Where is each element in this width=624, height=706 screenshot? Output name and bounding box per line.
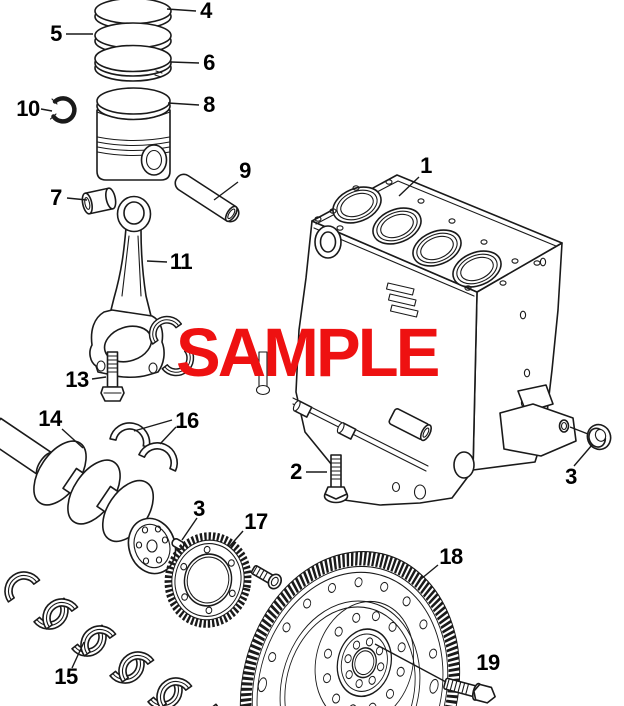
leader-7 bbox=[66, 197, 88, 201]
callout-3-key: 3 bbox=[193, 496, 205, 521]
part-oil-jet-drawing bbox=[255, 351, 271, 396]
callout-3-right: 3 bbox=[565, 464, 577, 489]
part-oil-jet-bolt-drawing bbox=[323, 454, 349, 504]
callout-13: 13 bbox=[65, 367, 89, 392]
callout-18: 18 bbox=[439, 544, 463, 569]
part-connecting-rod-drawing bbox=[89, 195, 165, 379]
leader-14 bbox=[61, 428, 84, 449]
leader-16b bbox=[159, 426, 177, 445]
leader-3-right bbox=[573, 444, 593, 467]
callout-4: 4 bbox=[200, 0, 212, 23]
part-piston-pin-drawing bbox=[174, 173, 240, 223]
callout-2: 2 bbox=[290, 459, 302, 484]
leader-18 bbox=[420, 564, 439, 580]
leader-11 bbox=[146, 260, 168, 263]
callout-5: 5 bbox=[50, 21, 62, 46]
callout-15: 15 bbox=[54, 664, 78, 689]
leader-1 bbox=[398, 176, 420, 197]
callout-14: 14 bbox=[38, 406, 62, 431]
callout-19: 19 bbox=[476, 650, 500, 675]
part-oil-control-ring-drawing bbox=[94, 44, 172, 82]
callout-7: 7 bbox=[50, 185, 62, 210]
part-gear-screw-drawing bbox=[250, 565, 283, 590]
callout-1: 1 bbox=[420, 153, 432, 178]
part-flywheel-bolt-drawing bbox=[443, 677, 496, 704]
callout-17: 17 bbox=[244, 509, 268, 534]
part-circlip-drawing bbox=[49, 96, 77, 124]
leader-3-key bbox=[181, 517, 198, 541]
callout-9: 9 bbox=[239, 158, 251, 183]
callout-16: 16 bbox=[175, 408, 199, 433]
part-cylinder-block-drawing bbox=[292, 174, 577, 506]
part-crankshaft-drawing bbox=[0, 417, 177, 575]
leader-9 bbox=[213, 181, 239, 201]
leader-lines bbox=[40, 8, 593, 683]
leader-13 bbox=[91, 376, 107, 380]
part-sealing-plug-drawing bbox=[586, 423, 612, 451]
part-small-end-bushing-drawing bbox=[81, 187, 117, 215]
part-second-compression-ring-drawing bbox=[94, 22, 172, 55]
leader-17 bbox=[228, 530, 244, 548]
callout-11: 11 bbox=[169, 249, 193, 274]
callout-8: 8 bbox=[203, 92, 215, 117]
leader-19 bbox=[374, 643, 447, 683]
leader-16a bbox=[133, 419, 173, 432]
leader-8 bbox=[167, 102, 200, 106]
leader-4 bbox=[166, 8, 197, 12]
part-connecting-rod-bolt-drawing bbox=[100, 351, 125, 402]
leader-6 bbox=[170, 61, 200, 64]
leader-10 bbox=[40, 108, 53, 112]
sample-watermark: SAMPLE bbox=[176, 314, 440, 391]
callout-6: 6 bbox=[203, 50, 215, 75]
leader-15 bbox=[71, 641, 85, 669]
leader-3-hole bbox=[569, 426, 589, 435]
callout-10: 10 bbox=[16, 96, 40, 121]
part-piston-drawing bbox=[96, 87, 171, 181]
